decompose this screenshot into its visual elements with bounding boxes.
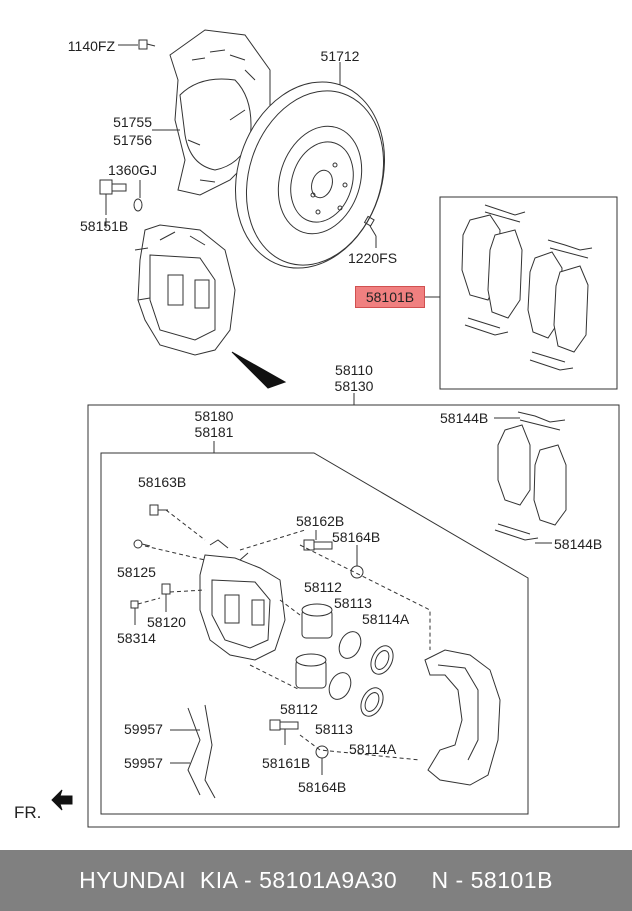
- cap-58314: [130, 600, 139, 625]
- pin-58162b: [303, 530, 333, 551]
- label-58144b-bottom: 58144B: [554, 536, 603, 552]
- label-58180: 58180: [194, 408, 234, 424]
- label-58125: 58125: [117, 564, 156, 580]
- label-1360gj: 1360GJ: [108, 162, 158, 178]
- caliper-body-group: [100, 452, 529, 815]
- label-58130: 58130: [334, 378, 374, 394]
- label-58181: 58181: [194, 424, 234, 440]
- boot-58164b-bottom: [315, 745, 329, 775]
- label-58314: 58314: [117, 630, 156, 646]
- label-51756: 51756: [113, 132, 152, 148]
- pointer-arrow: [231, 351, 287, 389]
- label-58114a-top: 58114A: [362, 611, 410, 627]
- brake-pads-set: [461, 204, 593, 371]
- clips-59957: [170, 704, 216, 799]
- label-58161b: 58161B: [262, 755, 311, 771]
- pad-set-box: [439, 196, 618, 390]
- boot-58114a-top: [370, 645, 394, 675]
- footer-part-number: HYUNDAI KIA - 58101A9A30 N - 58101B: [79, 867, 553, 893]
- label-1220fs: 1220FS: [348, 250, 398, 266]
- piston-top: [301, 603, 333, 639]
- label-58112-top: 58112: [304, 579, 342, 595]
- footer-bar: HYUNDAI KIA - 58101A9A30 N - 58101B: [0, 850, 632, 911]
- bolt-58163b: [149, 504, 168, 516]
- label-58110: 58110: [335, 362, 373, 378]
- carrier-bracket: [424, 649, 501, 786]
- seal-58113-top: [338, 631, 362, 659]
- label-59957-top: 59957: [124, 721, 163, 737]
- label-58164b-top: 58164B: [332, 529, 381, 545]
- caliper-body: [199, 539, 286, 661]
- label-58120: 58120: [147, 614, 186, 630]
- bolt-58151b: [99, 179, 127, 215]
- cap-58125: [133, 539, 151, 549]
- label-59957-bottom: 59957: [124, 755, 163, 771]
- label-51712: 51712: [320, 48, 360, 64]
- boot-58114a-bottom: [360, 687, 384, 717]
- label-fr: FR.: [14, 803, 42, 822]
- front-arrow-icon: [51, 789, 73, 811]
- label-58113-bottom: 58113: [315, 721, 353, 737]
- label-58114a-bottom: 58114A: [349, 741, 397, 757]
- guide-lines: [137, 509, 431, 761]
- seal-58113-bottom: [328, 672, 352, 700]
- label-58163b: 58163B: [138, 474, 187, 490]
- highlight-58101b: 58101B: [355, 286, 425, 308]
- label-58101b: 58101B: [365, 289, 415, 305]
- parts-diagram: [51, 29, 620, 828]
- label-58162b: 58162B: [296, 513, 345, 529]
- label-51755: 51755: [113, 114, 152, 130]
- label-58144b-top: 58144B: [440, 410, 489, 426]
- label-58112-bottom: 58112: [280, 701, 318, 717]
- piston-bottom: [295, 653, 327, 689]
- brake-disc: [234, 62, 386, 269]
- pin-58161b: [269, 719, 299, 745]
- label-58113-top: 58113: [334, 595, 372, 611]
- caliper-assembly: [105, 218, 236, 356]
- caliper-kit-box: [87, 404, 620, 828]
- pads-58144b: [494, 411, 567, 544]
- label-1140fz: 1140FZ: [67, 38, 115, 54]
- washer-1360gj: [133, 180, 143, 212]
- bleeder-58120: [161, 583, 171, 612]
- bolt-1220fs: [363, 215, 377, 248]
- bolt-1140fz: [118, 39, 156, 50]
- label-58151b: 58151B: [80, 218, 129, 234]
- label-58164b-bottom: 58164B: [298, 779, 347, 795]
- boot-58164b: [350, 545, 364, 579]
